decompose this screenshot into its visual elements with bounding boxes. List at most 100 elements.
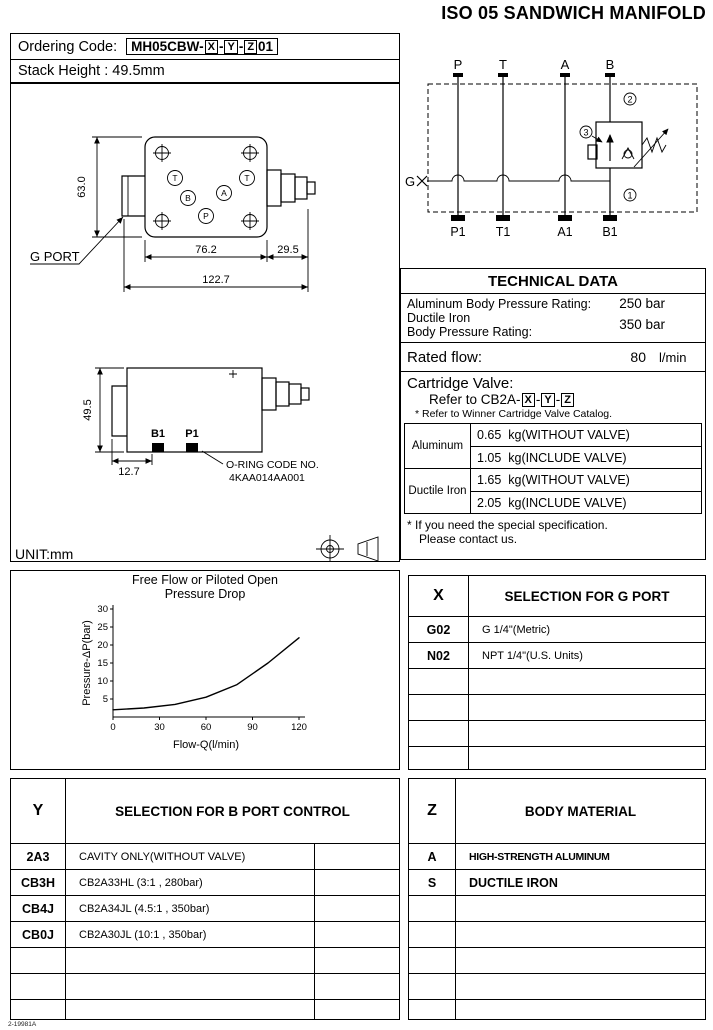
top-view-dimension-lines [30,136,309,292]
g-port-selection-table: X SELECTION FOR G PORT G02 G 1/4"(Metric… [408,575,706,770]
cartridge-y-box: Y [541,392,555,407]
cartridge-sep: - [535,392,541,407]
option-code: CB3H [11,870,66,895]
schematic-port-p: P [454,57,463,72]
table-row: CB0J CB2A30JL (10:1 , 350bar) [11,921,399,947]
table-row: N02 NPT 1/4"(U.S. Units) [409,642,705,668]
special-spec-note-2: Please contact us. [419,532,518,546]
oring-code-label: O-RING CODE NO. [226,459,319,471]
x-tick-label: 0 [110,722,115,733]
body-material-selection-table: Z BODY MATERIAL A HIGH-STRENGTH ALUMINUM… [408,778,706,1020]
g-gauge-line [416,174,610,187]
dim-49-5: 49.5 [82,399,94,420]
empty-row [409,746,705,769]
port-marker-2: 2 [623,92,637,106]
x-tick-label: 60 [201,722,212,733]
port-label-a: A [221,188,227,198]
weight-material: Aluminum [405,424,471,468]
port-label-b: B [185,193,191,203]
y-tick-label: 20 [97,640,108,651]
weight-table: Aluminum 0.65 kg(WITHOUT VALVE) 1.05 kg(… [404,423,702,514]
option-code: CB4J [11,896,66,921]
code-prefix: MH05CBW- [131,39,204,54]
empty-row [11,947,399,973]
rated-flow-row: Rated flow: 80 l/min [401,343,705,372]
weight-group-ductile: Ductile Iron 1.65 kg(WITHOUT VALVE) 2.05… [405,468,701,513]
side-port-p1: P1 [185,428,198,440]
table-y-title: SELECTION FOR B PORT CONTROL [115,803,350,819]
option-extra [315,922,399,947]
code-suffix: 01 [258,39,274,54]
schematic-port-a: A [561,57,570,72]
option-desc: G 1/4"(Metric) [482,623,551,636]
ordering-code-label: Ordering Code: [18,38,118,55]
pressure-ratings: Aluminum Body Pressure Rating: 250 bar D… [401,294,705,343]
table-x-title: SELECTION FOR G PORT [504,588,670,604]
cartridge-note: * Refer to Winner Cartridge Valve Catalo… [415,408,613,420]
rated-flow-unit: l/min [659,349,687,365]
projection-cone-icon [357,536,379,562]
table-row: A HIGH-STRENGTH ALUMINUM [409,843,705,869]
rated-flow-value: 80 [630,349,646,365]
empty-row [409,720,705,746]
g-port-label: G PORT [30,249,80,264]
y-tick-label: 30 [97,604,108,615]
schematic-port-p1: P1 [450,225,465,239]
footer-code: 2-19981A [8,1021,37,1028]
schematic-flow-lines [451,73,617,221]
weight-value: 0.65 kg(WITHOUT VALVE) [477,428,630,442]
cartridge-x-box: X [521,392,535,407]
chart-plot: Pressure-ΔP(bar) Flow-Q(l/min) 510152025… [81,604,307,751]
weight-value: 1.05 kg(INCLUDE VALVE) [471,446,701,468]
stack-height-label: Stack Height : 49.5mm [18,63,165,79]
code-sep: - [218,39,224,54]
option-code: 2A3 [11,844,66,869]
y-tick-label: 5 [103,694,108,705]
empty-row [11,973,399,999]
stack-height-row: Stack Height : 49.5mm [11,60,399,82]
side-port-b1: B1 [151,428,165,440]
option-extra [315,896,399,921]
svg-text:3: 3 [583,128,588,138]
option-code: A [409,844,456,869]
cartridge-valve-label: Cartridge Valve: [407,375,514,392]
table-row: CB4J CB2A34JL (4.5:1 , 350bar) [11,895,399,921]
empty-row [409,895,705,921]
table-x-code-header: X [409,576,469,616]
option-desc: CAVITY ONLY(WITHOUT VALVE) [66,844,315,869]
option-extra [315,844,399,869]
table-header: Z BODY MATERIAL [409,779,705,843]
schematic-port-t1: T1 [496,225,511,239]
ductile-rating-label-2: Body Pressure Rating: [407,325,533,339]
port-marker-3: 3 [579,125,593,139]
schematic-port-t: T [499,57,507,72]
weight-group-aluminum: Aluminum 0.65 kg(WITHOUT VALVE) 1.05 kg(… [405,424,701,468]
pressure-drop-curve [112,637,300,711]
special-spec-note: * If you need the special specification.… [401,516,705,548]
dim-76-2: 76.2 [195,244,216,256]
ductile-rating-label: Ductile Iron Body Pressure Rating: [407,311,532,339]
schematic-g-label: G [405,174,415,189]
dim-63-0: 63.0 [76,176,88,197]
aluminum-rating-label: Aluminum Body Pressure Rating: [407,297,592,311]
table-row: CB3H CB2A33HL (3:1 , 280bar) [11,869,399,895]
aluminum-rating-row: Aluminum Body Pressure Rating: 250 bar [407,296,699,312]
empty-row [11,999,399,1019]
projection-target-icon [316,535,344,563]
option-desc: DUCTILE IRON [469,875,558,890]
aluminum-rating-value: 250 bar [619,296,665,311]
dimension-drawings: T T B A P 63.0 76.2 29.5 [15,136,379,563]
bolt-hole-icons [153,144,259,230]
ductile-rating-value: 350 bar [619,317,665,332]
table-row: 2A3 CAVITY ONLY(WITHOUT VALVE) [11,843,399,869]
chart-xlabel: Flow-Q(l/min) [173,739,239,751]
code-x-box: X [204,39,218,54]
option-extra [315,870,399,895]
special-spec-note-1: * If you need the special specification. [407,518,608,532]
weight-value: 1.65 kg(WITHOUT VALVE) [477,473,630,487]
pressure-drop-chart: Free Flow or Piloted Open Pressure Drop … [10,570,400,770]
side-view-dimension-lines [95,367,224,465]
